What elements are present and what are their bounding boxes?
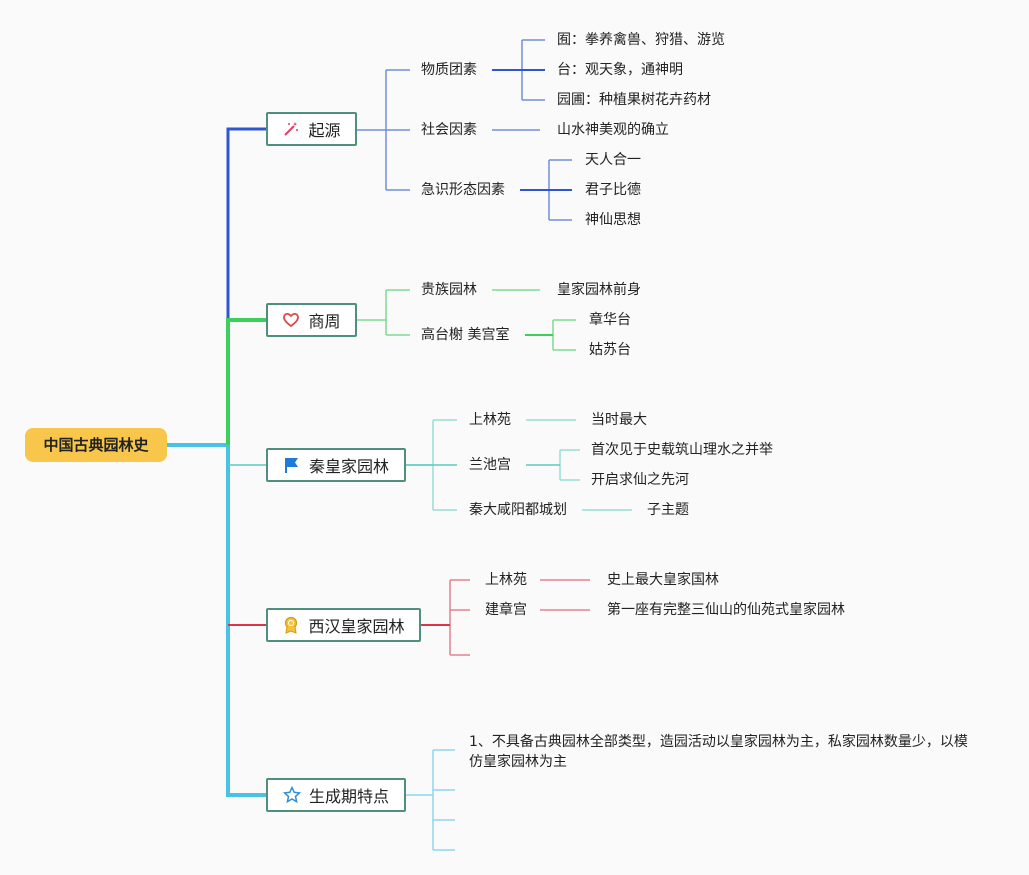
award-icon: [285, 616, 298, 634]
leaf-characteristic-1[interactable]: 1、不具备古典园林全部类型，造园活动以皇家园林为主，私家园林数量少，以模仿皇家园…: [469, 734, 968, 770]
leaf-landscape-aesthetics[interactable]: 山水神美观的确立: [557, 122, 669, 138]
topic-lanchigong[interactable]: 兰池宫: [469, 457, 511, 473]
branch-qin-label: 秦皇家园林: [308, 457, 389, 476]
magic-wand-icon: [284, 122, 299, 136]
topic-xianyang-plan[interactable]: 秦大咸阳都城划: [469, 502, 567, 518]
topic-noble-gardens[interactable]: 贵族园林: [421, 282, 477, 298]
leaf-junzibide[interactable]: 君子比德: [585, 182, 641, 198]
branch-qin-royal[interactable]: 秦皇家园林: [266, 448, 406, 482]
topic-jianzhanggong[interactable]: 建章宫: [485, 602, 527, 618]
topic-social-factors[interactable]: 社会因素: [421, 122, 477, 138]
branch-shangzhou[interactable]: 商周: [266, 303, 357, 337]
leaf-zhanghuatai[interactable]: 章华台: [589, 312, 631, 328]
branch-characteristics-label: 生成期特点: [308, 787, 389, 806]
heart-icon: [283, 312, 300, 328]
flag-icon: [284, 458, 298, 473]
topic-han-shanglinyuan[interactable]: 上林苑: [485, 572, 527, 588]
branch-western-han-label: 西汉皇家园林: [308, 617, 405, 636]
topic-terraces-palaces[interactable]: 高台榭 美宫室: [421, 327, 510, 343]
star-icon: [282, 786, 301, 804]
leaf-royal-predecessor[interactable]: 皇家园林前身: [557, 282, 641, 298]
branch-western-han[interactable]: 西汉皇家园林: [266, 608, 421, 642]
branch-origin[interactable]: 起源: [266, 112, 357, 146]
leaf-subtopic[interactable]: 子主题: [647, 502, 689, 518]
leaf-three-islands[interactable]: 第一座有完整三仙山的仙苑式皇家园林: [607, 602, 845, 618]
leaf-largest-then[interactable]: 当时最大: [591, 412, 647, 428]
root-node[interactable]: 中国古典园林史: [25, 428, 167, 462]
leaf-yuanpu[interactable]: 园圃：种植果树花卉药材: [557, 92, 711, 108]
leaf-shenxian[interactable]: 神仙思想: [585, 212, 641, 228]
leaf-tai[interactable]: 台：观天象，通神明: [557, 62, 683, 78]
topic-ideology-factors[interactable]: 急识形态因素: [421, 182, 505, 198]
leaf-tianrenheyi[interactable]: 天人合一: [585, 152, 641, 168]
leaf-immortal-quest[interactable]: 开启求仙之先河: [591, 472, 689, 488]
branch-characteristics[interactable]: 生成期特点: [266, 778, 406, 812]
leaf-largest-ever[interactable]: 史上最大皇家国林: [607, 572, 719, 588]
leaf-you[interactable]: 囿：拳养禽兽、狩猎、游览: [557, 32, 725, 48]
branch-origin-label: 起源: [308, 121, 341, 140]
topic-material-factors[interactable]: 物质团素: [421, 62, 477, 78]
leaf-first-hills-water[interactable]: 首次见于史载筑山理水之并举: [591, 442, 773, 458]
topic-qin-shanglinyuan[interactable]: 上林苑: [469, 412, 511, 428]
branch-shangzhou-label: 商周: [308, 312, 341, 331]
leaf-gusutai[interactable]: 姑苏台: [589, 342, 631, 358]
